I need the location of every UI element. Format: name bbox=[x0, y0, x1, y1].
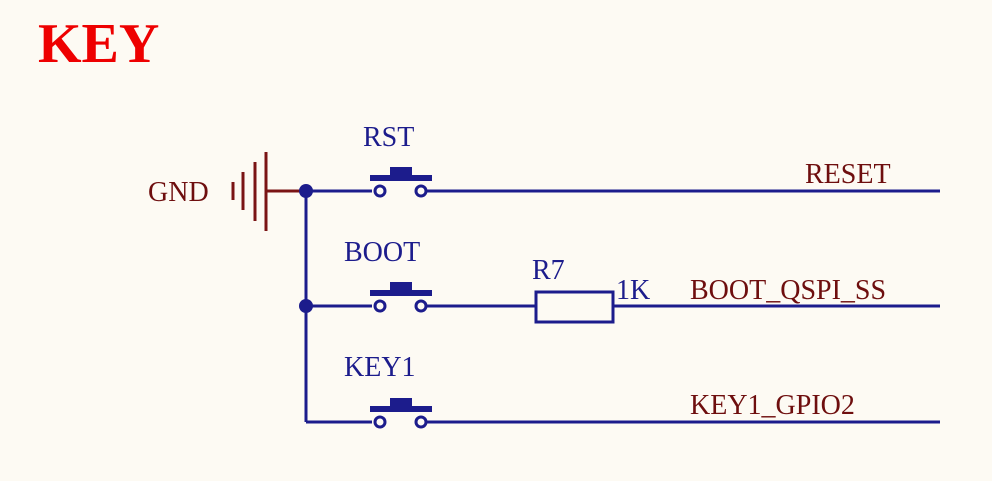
boot-pin-left bbox=[373, 299, 387, 313]
resistor-value: 1K bbox=[616, 275, 650, 306]
switch-rst-designator: RST bbox=[363, 122, 414, 153]
boot-button-bar bbox=[370, 290, 432, 296]
boot-pin-right bbox=[414, 299, 428, 313]
resistor-designator: R7 bbox=[532, 255, 565, 286]
net-label-boot: BOOT_QSPI_SS bbox=[690, 275, 886, 306]
resistor-body bbox=[534, 290, 615, 324]
rst-pin-right bbox=[414, 184, 428, 198]
switch-key1: KEY1 bbox=[306, 352, 940, 429]
switch-boot: BOOT bbox=[306, 237, 536, 313]
switch-boot-designator: BOOT bbox=[344, 237, 420, 268]
net-label-key1: KEY1_GPIO2 bbox=[690, 390, 855, 421]
switch-rst: RST bbox=[306, 122, 940, 198]
resistor-r7: R7 1K bbox=[532, 255, 940, 324]
rst-button-cap bbox=[390, 167, 412, 175]
net-label-reset: RESET bbox=[805, 159, 891, 190]
key1-button-cap bbox=[390, 398, 412, 406]
junction-dot-top bbox=[299, 184, 313, 198]
boot-button-cap bbox=[390, 282, 412, 290]
gnd-label: GND bbox=[148, 177, 209, 208]
schematic-title: KEY bbox=[38, 13, 159, 75]
key1-button-bar bbox=[370, 406, 432, 412]
junction-dot-middle bbox=[299, 299, 313, 313]
ground-symbol: GND bbox=[148, 152, 306, 231]
rst-button-bar bbox=[370, 175, 432, 181]
key1-pin-left bbox=[373, 415, 387, 429]
switch-key1-designator: KEY1 bbox=[344, 352, 416, 383]
key1-pin-right bbox=[414, 415, 428, 429]
rst-pin-left bbox=[373, 184, 387, 198]
